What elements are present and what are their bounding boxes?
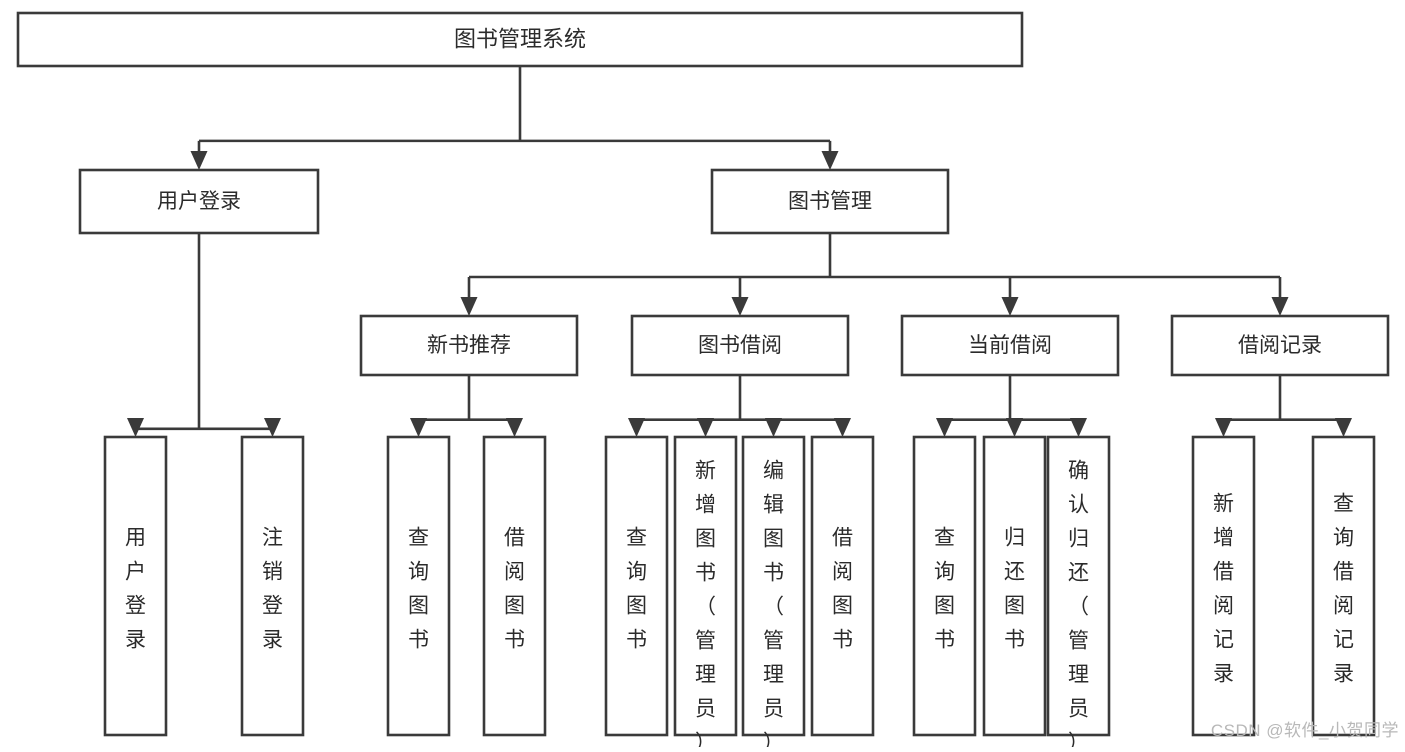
arrow-head-leaf-query-book-1 bbox=[410, 418, 427, 437]
arrow-head-current-borrow bbox=[1001, 297, 1019, 316]
submodule-node-new-book-recommend[interactable]: 新书推荐 bbox=[359, 314, 579, 377]
node-box bbox=[900, 314, 1120, 377]
node-label: 新增借阅记录 bbox=[1213, 493, 1234, 686]
node-label: 编辑图书（管理员） bbox=[763, 460, 784, 747]
node-label: 用户登录 bbox=[125, 527, 146, 652]
leaf-node-leaf-confirm-return[interactable]: 确认归还（管理员） bbox=[1046, 435, 1111, 752]
node-label: 查询图书 bbox=[626, 527, 647, 652]
node-box bbox=[741, 435, 806, 737]
arrow-head-leaf-user-logout bbox=[264, 418, 281, 437]
node-label: 图书管理系统 bbox=[454, 26, 586, 51]
node-box bbox=[1191, 435, 1256, 737]
leaf-node-leaf-return-book[interactable]: 归还图书 bbox=[982, 435, 1047, 737]
leaf-node-leaf-borrow-book-1[interactable]: 借阅图书 bbox=[482, 435, 547, 737]
arrow-head-leaf-confirm-return bbox=[1070, 418, 1087, 437]
arrow-head-leaf-add-book bbox=[697, 418, 714, 437]
leaf-node-leaf-query-record[interactable]: 查询借阅记录 bbox=[1311, 435, 1376, 737]
connectors-layer bbox=[127, 66, 1352, 437]
node-box bbox=[240, 435, 305, 737]
node-label: 新书推荐 bbox=[427, 334, 511, 357]
submodule-node-borrow-record[interactable]: 借阅记录 bbox=[1170, 314, 1390, 377]
node-box bbox=[630, 314, 850, 377]
arrow-head-leaf-query-book-3 bbox=[936, 418, 953, 437]
submodule-node-book-borrow[interactable]: 图书借阅 bbox=[630, 314, 850, 377]
node-box bbox=[912, 435, 977, 737]
node-label: 归还图书 bbox=[1004, 527, 1025, 652]
node-label: 确认归还（管理员） bbox=[1068, 460, 1089, 747]
leaf-node-leaf-add-record[interactable]: 新增借阅记录 bbox=[1191, 435, 1256, 737]
root-node-root[interactable]: 图书管理系统 bbox=[16, 11, 1024, 68]
arrow-head-leaf-query-record bbox=[1335, 418, 1352, 437]
node-box bbox=[482, 435, 547, 737]
arrow-head-leaf-add-record bbox=[1215, 418, 1232, 437]
node-label: 借阅图书 bbox=[832, 527, 853, 652]
node-label: 用户登录 bbox=[157, 190, 241, 213]
node-label: 当前借阅 bbox=[968, 334, 1052, 357]
node-label: 图书管理 bbox=[788, 190, 872, 213]
node-box bbox=[982, 435, 1047, 737]
node-box bbox=[1311, 435, 1376, 737]
leaf-node-leaf-user-logout[interactable]: 注销登录 bbox=[240, 435, 305, 737]
arrow-head-book-borrow bbox=[731, 297, 749, 316]
node-box bbox=[103, 435, 168, 737]
node-label: 图书借阅 bbox=[698, 334, 782, 357]
submodule-node-current-borrow[interactable]: 当前借阅 bbox=[900, 314, 1120, 377]
node-label: 查询图书 bbox=[934, 527, 955, 652]
node-label: 借阅记录 bbox=[1238, 334, 1322, 357]
arrow-head-leaf-edit-book bbox=[765, 418, 782, 437]
arrow-head-leaf-return-book bbox=[1006, 418, 1023, 437]
node-box bbox=[16, 11, 1024, 68]
node-box bbox=[1170, 314, 1390, 377]
leaf-node-leaf-query-book-2[interactable]: 查询图书 bbox=[604, 435, 669, 737]
leaf-node-leaf-add-book[interactable]: 新增图书（管理员） bbox=[673, 435, 738, 752]
leaf-node-leaf-query-book-3[interactable]: 查询图书 bbox=[912, 435, 977, 737]
arrow-head-user-login bbox=[190, 151, 208, 170]
node-box bbox=[810, 435, 875, 737]
arrow-head-borrow-record bbox=[1271, 297, 1289, 316]
leaf-node-leaf-query-book-1[interactable]: 查询图书 bbox=[386, 435, 451, 737]
module-node-book-manage[interactable]: 图书管理 bbox=[710, 168, 950, 235]
node-box bbox=[386, 435, 451, 737]
arrow-head-leaf-borrow-book-2 bbox=[834, 418, 851, 437]
node-label: 注销登录 bbox=[262, 527, 283, 652]
arrow-head-new-book-recommend bbox=[460, 297, 478, 316]
arrow-head-book-manage bbox=[821, 151, 839, 170]
arrow-head-leaf-user-login bbox=[127, 418, 144, 437]
arrow-head-leaf-borrow-book-1 bbox=[506, 418, 523, 437]
nodes-layer: 图书管理系统用户登录图书管理新书推荐图书借阅当前借阅借阅记录用户登录注销登录查询… bbox=[16, 11, 1390, 752]
node-label: 查询图书 bbox=[408, 527, 429, 652]
leaf-node-leaf-edit-book[interactable]: 编辑图书（管理员） bbox=[741, 435, 806, 752]
node-label: 借阅图书 bbox=[504, 527, 525, 652]
node-label: 查询借阅记录 bbox=[1333, 493, 1354, 686]
watermark-label: CSDN @软件_小贺同学 bbox=[1210, 721, 1399, 740]
node-box bbox=[604, 435, 669, 737]
node-box bbox=[673, 435, 738, 737]
node-box bbox=[359, 314, 579, 377]
node-box bbox=[1046, 435, 1111, 737]
node-box bbox=[710, 168, 950, 235]
node-box bbox=[78, 168, 320, 235]
leaf-node-leaf-borrow-book-2[interactable]: 借阅图书 bbox=[810, 435, 875, 737]
module-node-user-login[interactable]: 用户登录 bbox=[78, 168, 320, 235]
node-label: 新增图书（管理员） bbox=[695, 460, 716, 747]
leaf-node-leaf-user-login[interactable]: 用户登录 bbox=[103, 435, 168, 737]
arrow-head-leaf-query-book-2 bbox=[628, 418, 645, 437]
